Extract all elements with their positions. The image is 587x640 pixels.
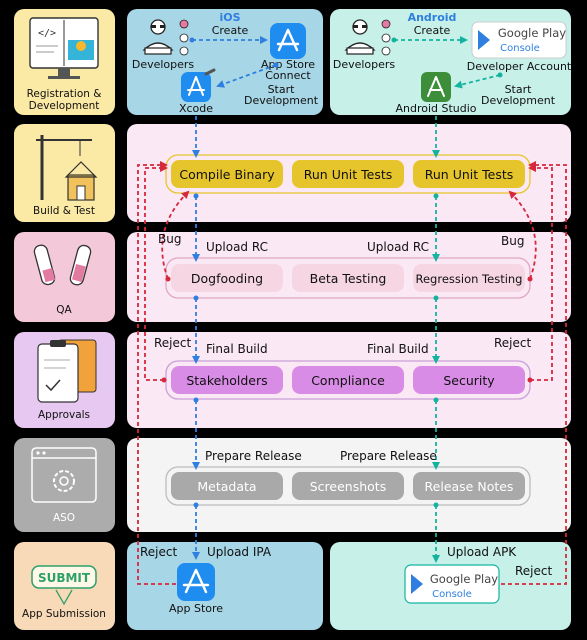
google-play-console-icon [478, 30, 490, 50]
prepare-release-label-left: Prepare Release [205, 449, 302, 463]
stage-label-submission: App Submission [22, 608, 106, 620]
submit-badge-label: SUBMIT [38, 571, 91, 585]
reject-label-ios-submission: Reject [140, 545, 177, 559]
reject-label-approvals-left: Reject [154, 336, 191, 350]
construction-crane-icon [36, 135, 98, 201]
svg-text:Beta Testing: Beta Testing [310, 271, 387, 286]
android-developers-label: Developers [333, 58, 396, 71]
stakeholders-button: Stakeholders [171, 366, 283, 394]
svg-text:Run Unit Tests: Run Unit Tests [304, 167, 393, 182]
ios-developer-icon [142, 19, 174, 55]
browser-gear-icon [31, 447, 97, 503]
release-notes-button: Release Notes [413, 472, 525, 500]
final-build-label-left: Final Build [206, 342, 268, 356]
screenshots-button: Screenshots [292, 472, 404, 500]
svg-text:Google Play: Google Play [430, 572, 498, 586]
stage-label-registration: Registration &Development [27, 88, 102, 112]
svg-text:Stakeholders: Stakeholders [186, 373, 267, 388]
google-play-console-sub: Console [500, 43, 540, 54]
svg-text:Console: Console [432, 589, 472, 600]
google-play-console-submit-card: Google Play Console [404, 564, 500, 604]
stage-label-build-test: Build & Test [33, 205, 95, 217]
regression-testing-button: Regression Testing [413, 264, 525, 292]
compliance-button: Compliance [292, 366, 404, 394]
stage-approvals: Approvals [14, 332, 115, 428]
compile-binary-button: Compile Binary [171, 160, 283, 188]
svg-text:Security: Security [443, 373, 495, 388]
android-title: Android [408, 11, 457, 24]
svg-text:Run Unit Tests: Run Unit Tests [425, 167, 514, 182]
app-store-label: App Store [169, 602, 223, 615]
svg-text:Release Notes: Release Notes [425, 479, 514, 494]
app-store-connect-icon [270, 23, 306, 59]
test-tubes-icon [33, 244, 92, 286]
google-play-console-submit-icon [411, 574, 423, 594]
svg-text:Compile Binary: Compile Binary [179, 167, 275, 182]
ios-role-bullets-icon [179, 19, 189, 56]
reject-loops [137, 161, 567, 585]
svg-text:</>: </> [38, 28, 56, 39]
upload-rc-label-left: Upload RC [206, 240, 268, 254]
stage-registration: </> Registration &Development [14, 9, 115, 115]
reject-label-approvals-right: Reject [494, 336, 531, 350]
approval-document-icon [37, 339, 97, 403]
svg-text:Metadata: Metadata [197, 479, 256, 494]
reject-label-android-submission: Reject [515, 564, 552, 578]
security-button: Security [413, 366, 525, 394]
stage-qa: QA [14, 232, 115, 322]
bug-label-right: Bug [501, 234, 524, 248]
android-create-label: Create [414, 24, 451, 37]
stage-submission: SUBMIT App Submission [14, 542, 115, 630]
metadata-button: Metadata [171, 472, 283, 500]
svg-text:Compliance: Compliance [311, 373, 385, 388]
android-studio-icon [421, 72, 451, 102]
svg-text:Regression Testing: Regression Testing [416, 272, 523, 286]
run-unit-tests-button-1: Run Unit Tests [292, 160, 404, 188]
stage-label-aso: ASO [53, 512, 75, 524]
svg-text:Dogfooding: Dogfooding [191, 271, 263, 286]
upload-ipa-label: Upload IPA [207, 545, 272, 559]
upload-apk-label: Upload APK [447, 545, 517, 559]
ios-title: iOS [219, 11, 240, 24]
xcode-label: Xcode [179, 102, 213, 115]
upload-rc-label-right: Upload RC [367, 240, 429, 254]
android-developer-icon [344, 19, 376, 55]
stage-build-test: Build & Test [14, 124, 115, 222]
xcode-icon [181, 68, 216, 102]
google-play-console-text: Google Play [498, 26, 566, 40]
stage-aso: ASO [14, 438, 115, 532]
beta-testing-button: Beta Testing [292, 264, 404, 292]
run-unit-tests-button-2: Run Unit Tests [413, 160, 525, 188]
stage-label-qa: QA [56, 304, 72, 316]
dogfooding-button: Dogfooding [171, 264, 283, 292]
prepare-release-label-right: Prepare Release [340, 449, 437, 463]
submit-badge: SUBMIT [31, 565, 97, 606]
ios-developers-label: Developers [132, 58, 195, 71]
android-studio-label: Android Studio [395, 102, 476, 115]
monitor-icon: </> [29, 17, 99, 79]
app-store-icon [177, 563, 215, 601]
google-play-console-card: Google Play Console [471, 21, 567, 59]
final-build-label-right: Final Build [367, 342, 429, 356]
developer-account-label: Developer Account [467, 60, 572, 73]
android-flow-arrows [391, 36, 503, 563]
stage-label-approvals: Approvals [38, 409, 90, 421]
ios-create-label: Create [212, 24, 249, 37]
bug-label-left: Bug [158, 232, 181, 246]
android-role-bullets-icon [381, 19, 391, 56]
ios-submission-panel [127, 542, 323, 630]
ios-flow-arrows [189, 36, 279, 560]
svg-text:Screenshots: Screenshots [310, 479, 386, 494]
